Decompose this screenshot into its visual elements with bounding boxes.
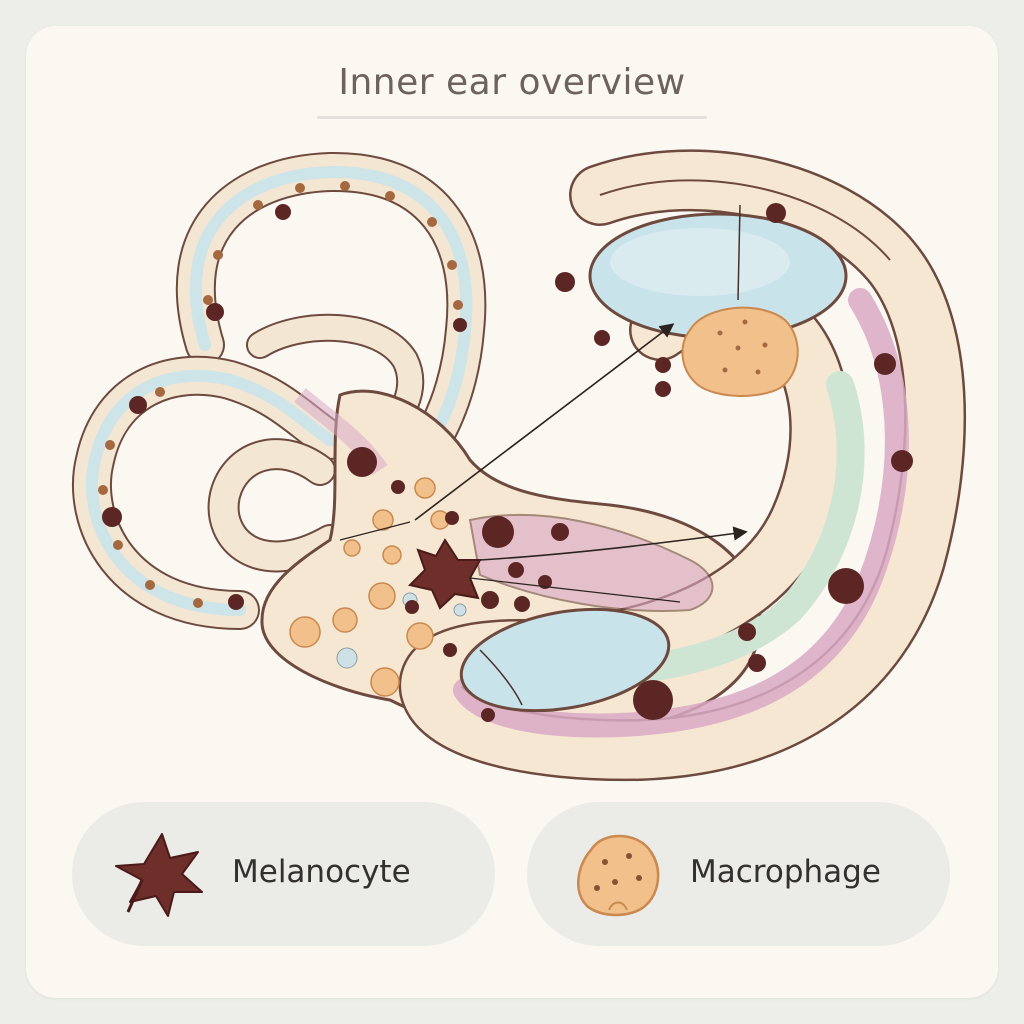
fibre-line-2: [479, 649, 523, 706]
saccule-sac: [459, 607, 671, 713]
diagram-title: Inner ear overview: [338, 62, 686, 103]
melanocyte-icon: [115, 833, 203, 917]
legend-melanocyte: Melanocyte: [72, 802, 495, 946]
cochlear-canal-wall: [599, 179, 891, 261]
legend-macrophage-label: Macrophage: [690, 854, 881, 890]
stria-vascularis: [453, 288, 909, 738]
fibre-line: [737, 204, 741, 301]
arrow-to-macrophage: [414, 323, 675, 521]
canal-cells: [98, 181, 463, 608]
utricle-macrophage: [681, 306, 799, 397]
arrow-line-4: [339, 521, 411, 541]
macrophage-icon: [577, 834, 660, 917]
legend-melanocyte-label: Melanocyte: [232, 854, 411, 890]
legend-macrophage: Macrophage: [527, 802, 950, 946]
stria-region: [468, 514, 714, 612]
arrow-to-cochlea: [479, 526, 748, 561]
arrow-line-3: [469, 577, 681, 603]
canal-melanin-clusters: [102, 204, 467, 610]
title-underline: [317, 116, 707, 119]
melanin-clusters: [347, 203, 913, 722]
vestibule-orange-cells: [289, 477, 450, 697]
utricle-macrophage-granules: [717, 319, 768, 375]
semicircular-canals: [72, 151, 487, 630]
